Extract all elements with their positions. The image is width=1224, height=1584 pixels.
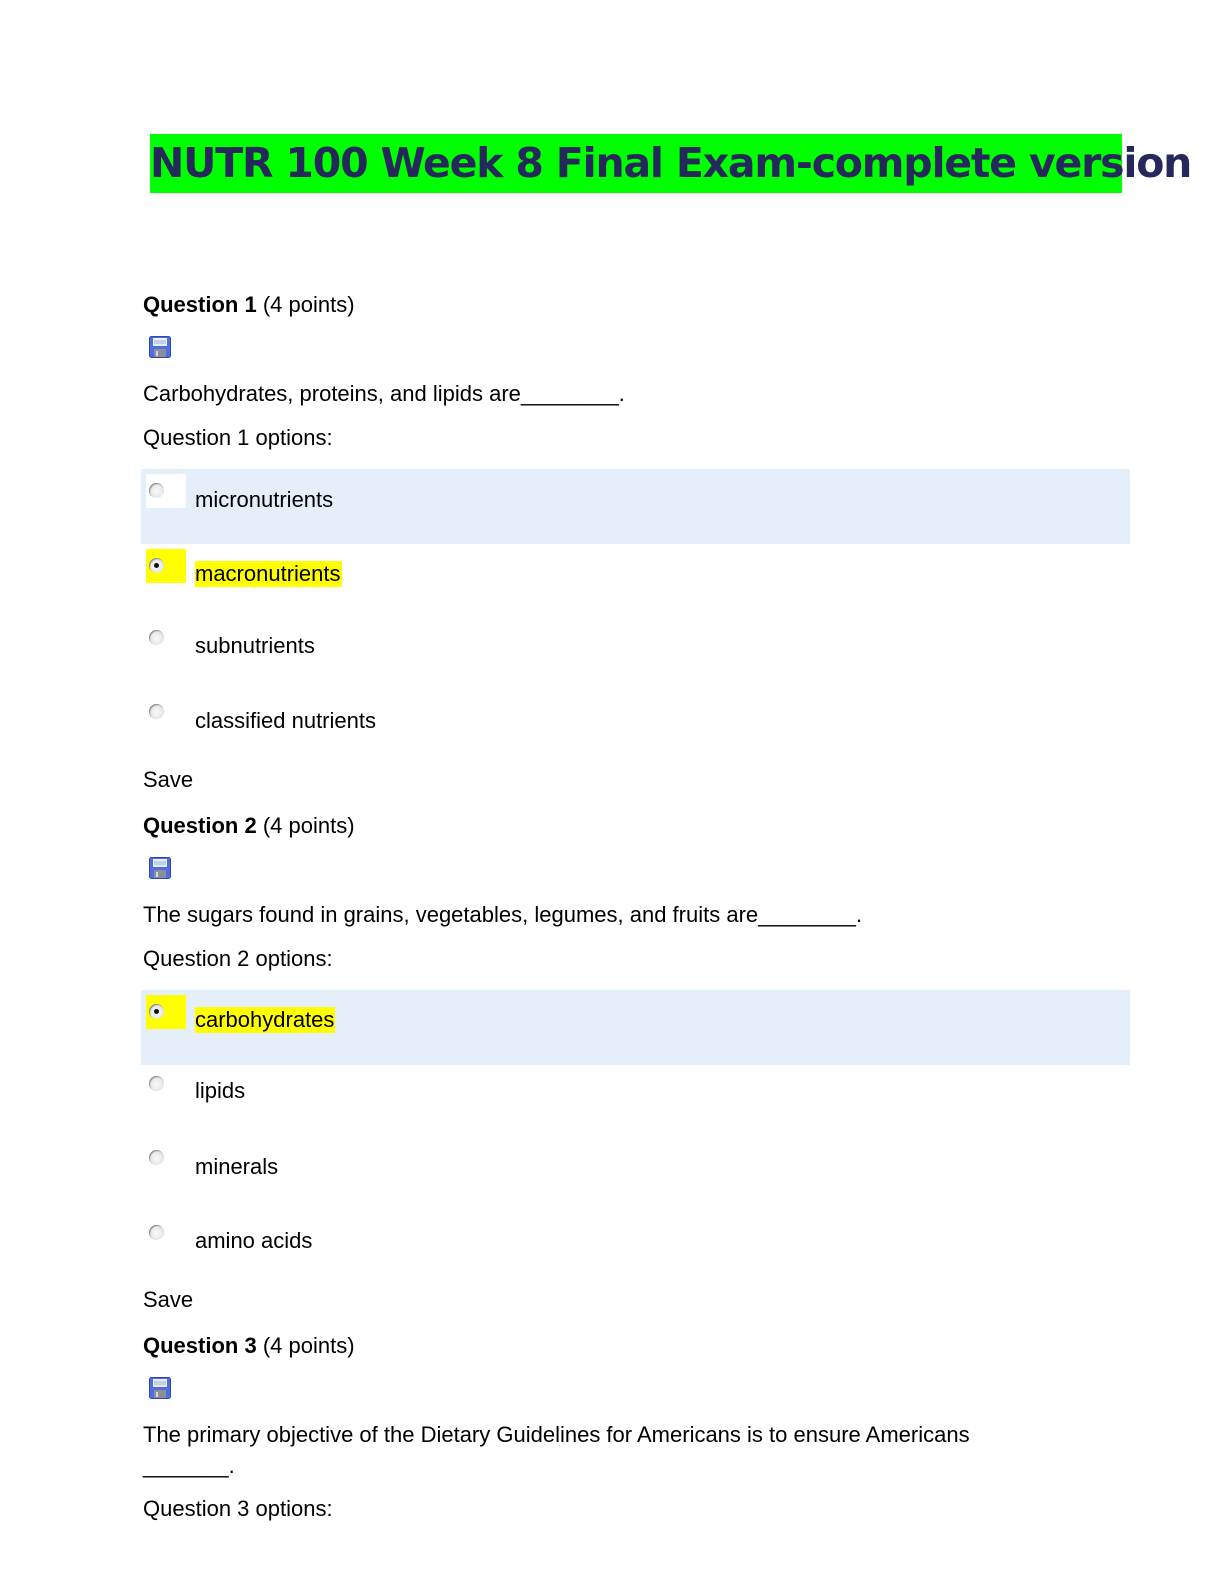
question-2-header: Question 2 (4 points): [143, 813, 355, 839]
question-2-options-label: Question 2 options:: [143, 946, 333, 971]
question-1-prompt: Carbohydrates, proteins, and lipids are_…: [143, 381, 625, 406]
question-label: Question 1: [143, 292, 257, 317]
question-1-options-label: Question 1 options:: [143, 425, 333, 450]
question-points: (4 points): [262, 292, 355, 317]
save-floppy-icon[interactable]: [149, 1377, 171, 1399]
save-floppy-icon[interactable]: [149, 857, 171, 879]
save-link[interactable]: Save: [143, 767, 194, 792]
option-label-selected[interactable]: macronutrients: [195, 561, 342, 587]
save-floppy-icon[interactable]: [149, 336, 171, 358]
save-link[interactable]: Save: [143, 1287, 194, 1312]
radio-subnutrients[interactable]: [149, 630, 164, 645]
question-points: (4 points): [262, 813, 355, 838]
radio-selected-dot: [154, 1009, 159, 1014]
radio-selected-dot: [154, 563, 159, 568]
option-label[interactable]: lipids: [195, 1078, 246, 1103]
radio-carbohydrates-selected[interactable]: [149, 1004, 164, 1019]
option-label[interactable]: subnutrients: [195, 633, 315, 658]
question-label: Question 3: [143, 1333, 257, 1358]
question-3-prompt-blank: _______.: [143, 1453, 235, 1478]
option-label[interactable]: minerals: [195, 1154, 279, 1179]
radio-classified-nutrients[interactable]: [149, 704, 164, 719]
radio-micronutrients[interactable]: [149, 483, 164, 498]
question-points: (4 points): [262, 1333, 355, 1358]
document-title: NUTR 100 Week 8 Final Exam-complete vers…: [150, 139, 1192, 187]
option-label[interactable]: classified nutrients: [195, 708, 376, 733]
question-3-prompt: The primary objective of the Dietary Gui…: [143, 1422, 970, 1447]
radio-minerals[interactable]: [149, 1150, 164, 1165]
document-title-banner: NUTR 100 Week 8 Final Exam-complete vers…: [150, 134, 1192, 193]
question-3-options-label: Question 3 options:: [143, 1496, 333, 1521]
option-label[interactable]: micronutrients: [195, 487, 334, 512]
question-1-header: Question 1 (4 points): [143, 292, 355, 318]
radio-lipids[interactable]: [149, 1076, 164, 1091]
radio-amino-acids[interactable]: [149, 1225, 164, 1240]
question-label: Question 2: [143, 813, 257, 838]
radio-macronutrients-selected[interactable]: [149, 558, 164, 573]
question-2-prompt: The sugars found in grains, vegetables, …: [143, 902, 863, 927]
option-label[interactable]: amino acids: [195, 1228, 313, 1253]
question-3-header: Question 3 (4 points): [143, 1333, 355, 1359]
option-row-highlight: [141, 469, 1130, 544]
option-label-selected[interactable]: carbohydrates: [195, 1007, 336, 1033]
